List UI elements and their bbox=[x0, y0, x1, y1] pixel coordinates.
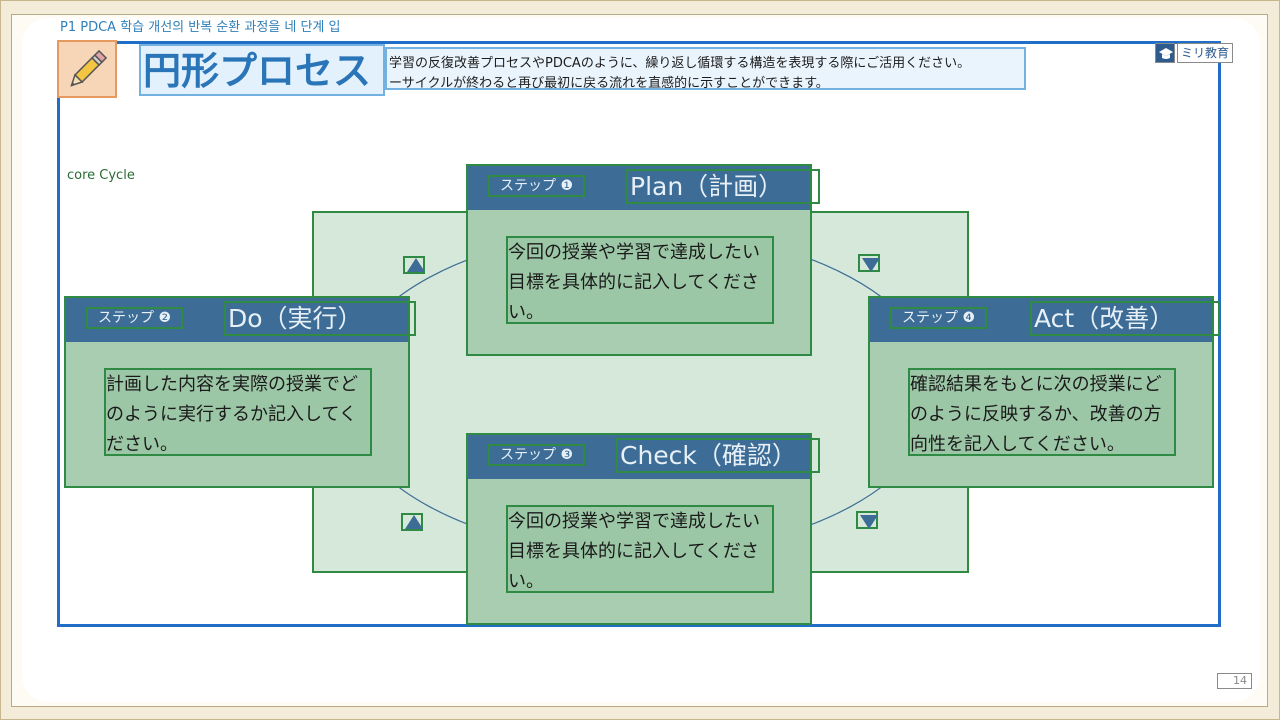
step-description[interactable]: 今回の授業や学習で達成したい目標を具体的に記入してください。 bbox=[506, 505, 774, 593]
step-description[interactable]: 確認結果をもとに次の授業にどのように反映するか、改善の方向性を記入してください。 bbox=[908, 368, 1176, 456]
arrow-up-icon bbox=[401, 513, 423, 531]
arrow-down-icon bbox=[858, 254, 880, 272]
description-line-1: 学習の反復改善プロセスやPDCAのように、繰り返し循環する構造を表現する際にご活… bbox=[389, 56, 971, 71]
step-title: Check（確認） bbox=[616, 438, 820, 473]
step-badge: ステップ ❹ bbox=[890, 307, 988, 329]
step-header: ステップ ❶ Plan（計画） bbox=[468, 166, 820, 210]
step-card-plan: ステップ ❶ Plan（計画） 今回の授業や学習で達成したい目標を具体的に記入し… bbox=[466, 164, 820, 356]
step-description[interactable]: 今回の授業や学習で達成したい目標を具体的に記入してください。 bbox=[506, 236, 774, 324]
breadcrumb[interactable]: P1 PDCA 학습 개선의 반복 순환 과정을 네 단계 입 bbox=[60, 20, 341, 35]
step-title: Do（実行） bbox=[224, 301, 416, 336]
title-box: 円形プロセス bbox=[139, 44, 385, 96]
arrow-up-icon bbox=[403, 256, 425, 274]
step-header: ステップ ❸ Check（確認） bbox=[468, 435, 820, 479]
step-badge: ステップ ❶ bbox=[488, 175, 586, 197]
pencil-icon bbox=[70, 49, 108, 87]
description-box: 学習の反復改善プロセスやPDCAのように、繰り返し循環する構造を表現する際にご活… bbox=[385, 47, 1026, 91]
step-card-do: ステップ ❷ Do（実行） 計画した内容を実際の授業でどのように実行するか記入し… bbox=[64, 296, 416, 488]
brand-name: ミリ教育 bbox=[1177, 43, 1233, 63]
step-header: ステップ ❹ Act（改善） bbox=[870, 298, 1220, 342]
page-title: 円形プロセス bbox=[143, 49, 372, 93]
arrow-down-icon bbox=[856, 511, 878, 529]
step-badge: ステップ ❸ bbox=[488, 444, 586, 466]
step-card-check: ステップ ❸ Check（確認） 今回の授業や学習で達成したい目標を具体的に記入… bbox=[466, 433, 820, 625]
cycle-label: core Cycle bbox=[67, 168, 135, 183]
step-badge: ステップ ❷ bbox=[86, 307, 184, 329]
step-description[interactable]: 計画した内容を実際の授業でどのように実行するか記入してください。 bbox=[104, 368, 372, 456]
step-card-act: ステップ ❹ Act（改善） 確認結果をもとに次の授業にどのように反映するか、改… bbox=[868, 296, 1220, 488]
page-number: 14 bbox=[1217, 673, 1252, 689]
step-title: Act（改善） bbox=[1030, 301, 1220, 336]
graduation-cap-icon bbox=[1155, 43, 1175, 63]
step-title: Plan（計画） bbox=[626, 169, 820, 204]
step-header: ステップ ❷ Do（実行） bbox=[66, 298, 416, 342]
pencil-icon-box bbox=[57, 40, 117, 98]
description-line-2: ーサイクルが終わると再び最初に戻る流れを直感的に示すことができます。 bbox=[389, 76, 829, 91]
